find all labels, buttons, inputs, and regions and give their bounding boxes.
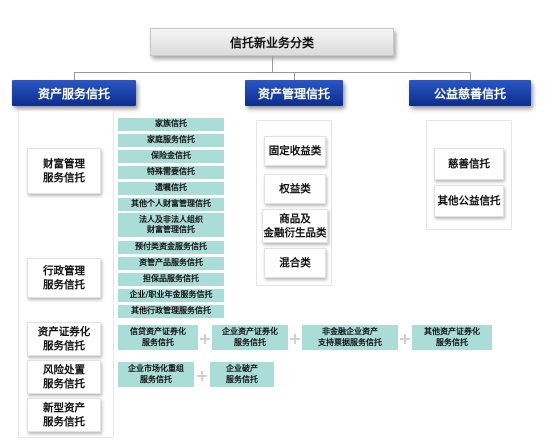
securitization-item: 其他资产证券化 服务信托 <box>412 325 492 350</box>
wealth-item: 特殊需要信托 <box>118 166 224 179</box>
asset-management-item: 固定收益类 <box>264 136 326 166</box>
admin-item: 担保品服务信托 <box>118 273 224 286</box>
plus-separator: + <box>398 328 412 348</box>
wealth-item: 其他个人财富管理信托 <box>118 198 224 211</box>
plus-separator: + <box>195 365 209 385</box>
wealth-item: 家庭服务信托 <box>118 134 224 147</box>
group-new-asset: 新型资产 服务信托 <box>27 398 101 432</box>
connector-top-horizontal <box>74 72 470 73</box>
risk-item: 企业破产 服务信托 <box>210 362 274 387</box>
securitization-item: 信贷资产证券化 服务信托 <box>118 325 198 350</box>
plus-separator: + <box>288 328 302 348</box>
charity-item: 其他公益信托 <box>434 185 504 217</box>
category-charity: 公益慈善信托 <box>409 80 531 106</box>
wealth-item: 遗嘱信托 <box>118 182 224 195</box>
connector-title-down <box>272 56 273 72</box>
wealth-item: 法人及非法人组织 财富管理信托 <box>118 213 224 237</box>
plus-separator: + <box>198 328 212 348</box>
securitization-item: 企业资产证券化 服务信托 <box>212 325 288 350</box>
wealth-item: 家族信托 <box>118 118 224 131</box>
connector-middle-down <box>294 72 295 80</box>
group-risk-disposal: 风险处置 服务信托 <box>27 360 101 394</box>
group-admin-management: 行政管理 服务信托 <box>27 258 101 298</box>
category-asset-management: 资产管理信托 <box>245 80 343 106</box>
admin-item: 预付类资金服务信托 <box>118 241 224 254</box>
connector-left-down <box>74 72 75 80</box>
category-asset-service: 资产服务信托 <box>12 80 136 106</box>
charity-item: 慈善信托 <box>434 148 504 180</box>
asset-management-item: 权益类 <box>264 174 326 204</box>
admin-item: 资管产品服务信托 <box>118 257 224 270</box>
connector-right-down <box>470 72 471 80</box>
admin-item: 企业/职业年金服务信托 <box>118 289 224 302</box>
asset-management-item: 商品及 金融衍生品类 <box>262 209 328 243</box>
group-securitization: 资产证券化 服务信托 <box>27 322 101 356</box>
securitization-item: 非金融企业资产 支持票据服务信托 <box>302 325 398 350</box>
group-wealth-management: 财富管理 服务信托 <box>27 148 101 194</box>
asset-management-item: 混合类 <box>264 248 326 278</box>
diagram-title: 信托新业务分类 <box>150 28 394 56</box>
risk-item: 企业市场化重组 服务信托 <box>118 362 194 387</box>
admin-item: 其他行政管理服务信托 <box>118 305 224 318</box>
wealth-item: 保险金信托 <box>118 150 224 163</box>
